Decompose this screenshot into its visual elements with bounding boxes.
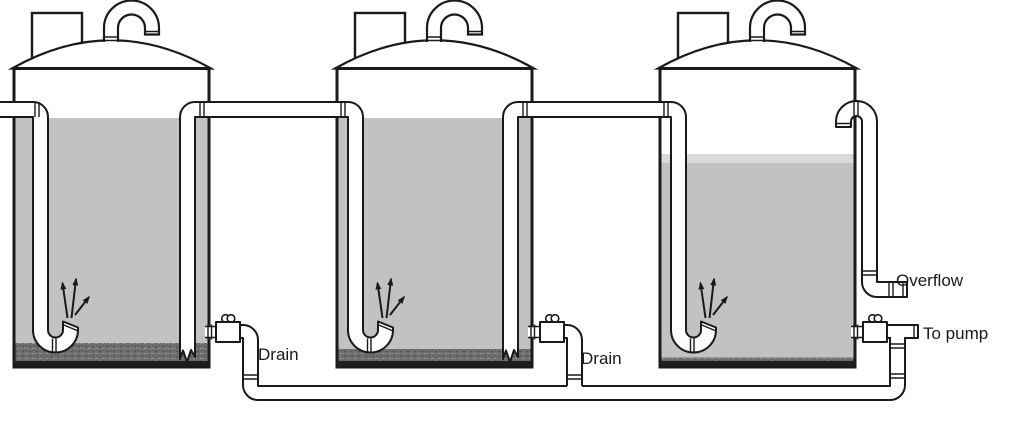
tank-2-liquid-fill: [338, 118, 531, 362]
flow-arrows: [60, 277, 728, 319]
flow-arrows-tank3: [698, 277, 728, 319]
tank-3-sludge-layer: [661, 357, 854, 363]
tank-1-floor: [15, 361, 208, 368]
tank-1-vent-pipe: [102, 0, 161, 42]
label-to-pump: To pump: [923, 324, 988, 343]
transfer-pipe-2-3-joints: [522, 102, 717, 352]
flow-arrows-tank2: [375, 277, 405, 319]
tank-2-floor: [338, 361, 531, 368]
tank-3-floor: [661, 361, 854, 368]
tank-3-vent-joints: [750, 30, 805, 42]
drain-branch-tank2: [564, 324, 583, 386]
tank-1-shell: [12, 67, 211, 369]
tank-2-vent-pipe: [425, 0, 484, 42]
drain-collection-line: [240, 324, 906, 401]
tank-2: [330, 0, 539, 369]
tank-3-shell: [658, 67, 857, 369]
to-pump-tee-opening: [891, 336, 904, 340]
tanks-group: [7, 0, 862, 369]
overflow-pipe-joints: [837, 101, 904, 297]
tank-1-vent-joints: [104, 30, 159, 42]
tank-3-vent-pipe: [748, 0, 807, 42]
pump-valve-tank3: [862, 313, 888, 343]
drain-valve-tank2: [539, 313, 565, 343]
tank-3: [653, 0, 862, 369]
flow-arrows-tank1: [60, 277, 90, 319]
label-overflow: Overflow: [896, 271, 964, 290]
tank-2-vent-joints: [427, 30, 482, 42]
transfer-pipe-1-2: [179, 101, 394, 363]
piping-group: [0, 100, 919, 401]
label-drain-tank2: Drain: [581, 349, 622, 368]
drain-line-joints: [243, 343, 905, 380]
label-drain-tank1: Drain: [258, 345, 299, 364]
wall-nipples: [205, 324, 863, 340]
drain-valve-tank1: [215, 313, 241, 343]
influent-pipe: [0, 101, 79, 354]
tank-3-liquid-fill: [661, 163, 854, 362]
tank-3-supernatant-layer: [661, 154, 854, 163]
transfer-pipe-1-2-joints: [199, 102, 394, 352]
influent-pipe-joints: [34, 102, 79, 352]
labels-group: Drain Drain Overflow To pump: [258, 271, 988, 368]
tank-2-sludge-layer: [338, 349, 531, 362]
transfer-pipe-2-3: [502, 101, 717, 363]
tank-2-shell: [335, 67, 534, 369]
